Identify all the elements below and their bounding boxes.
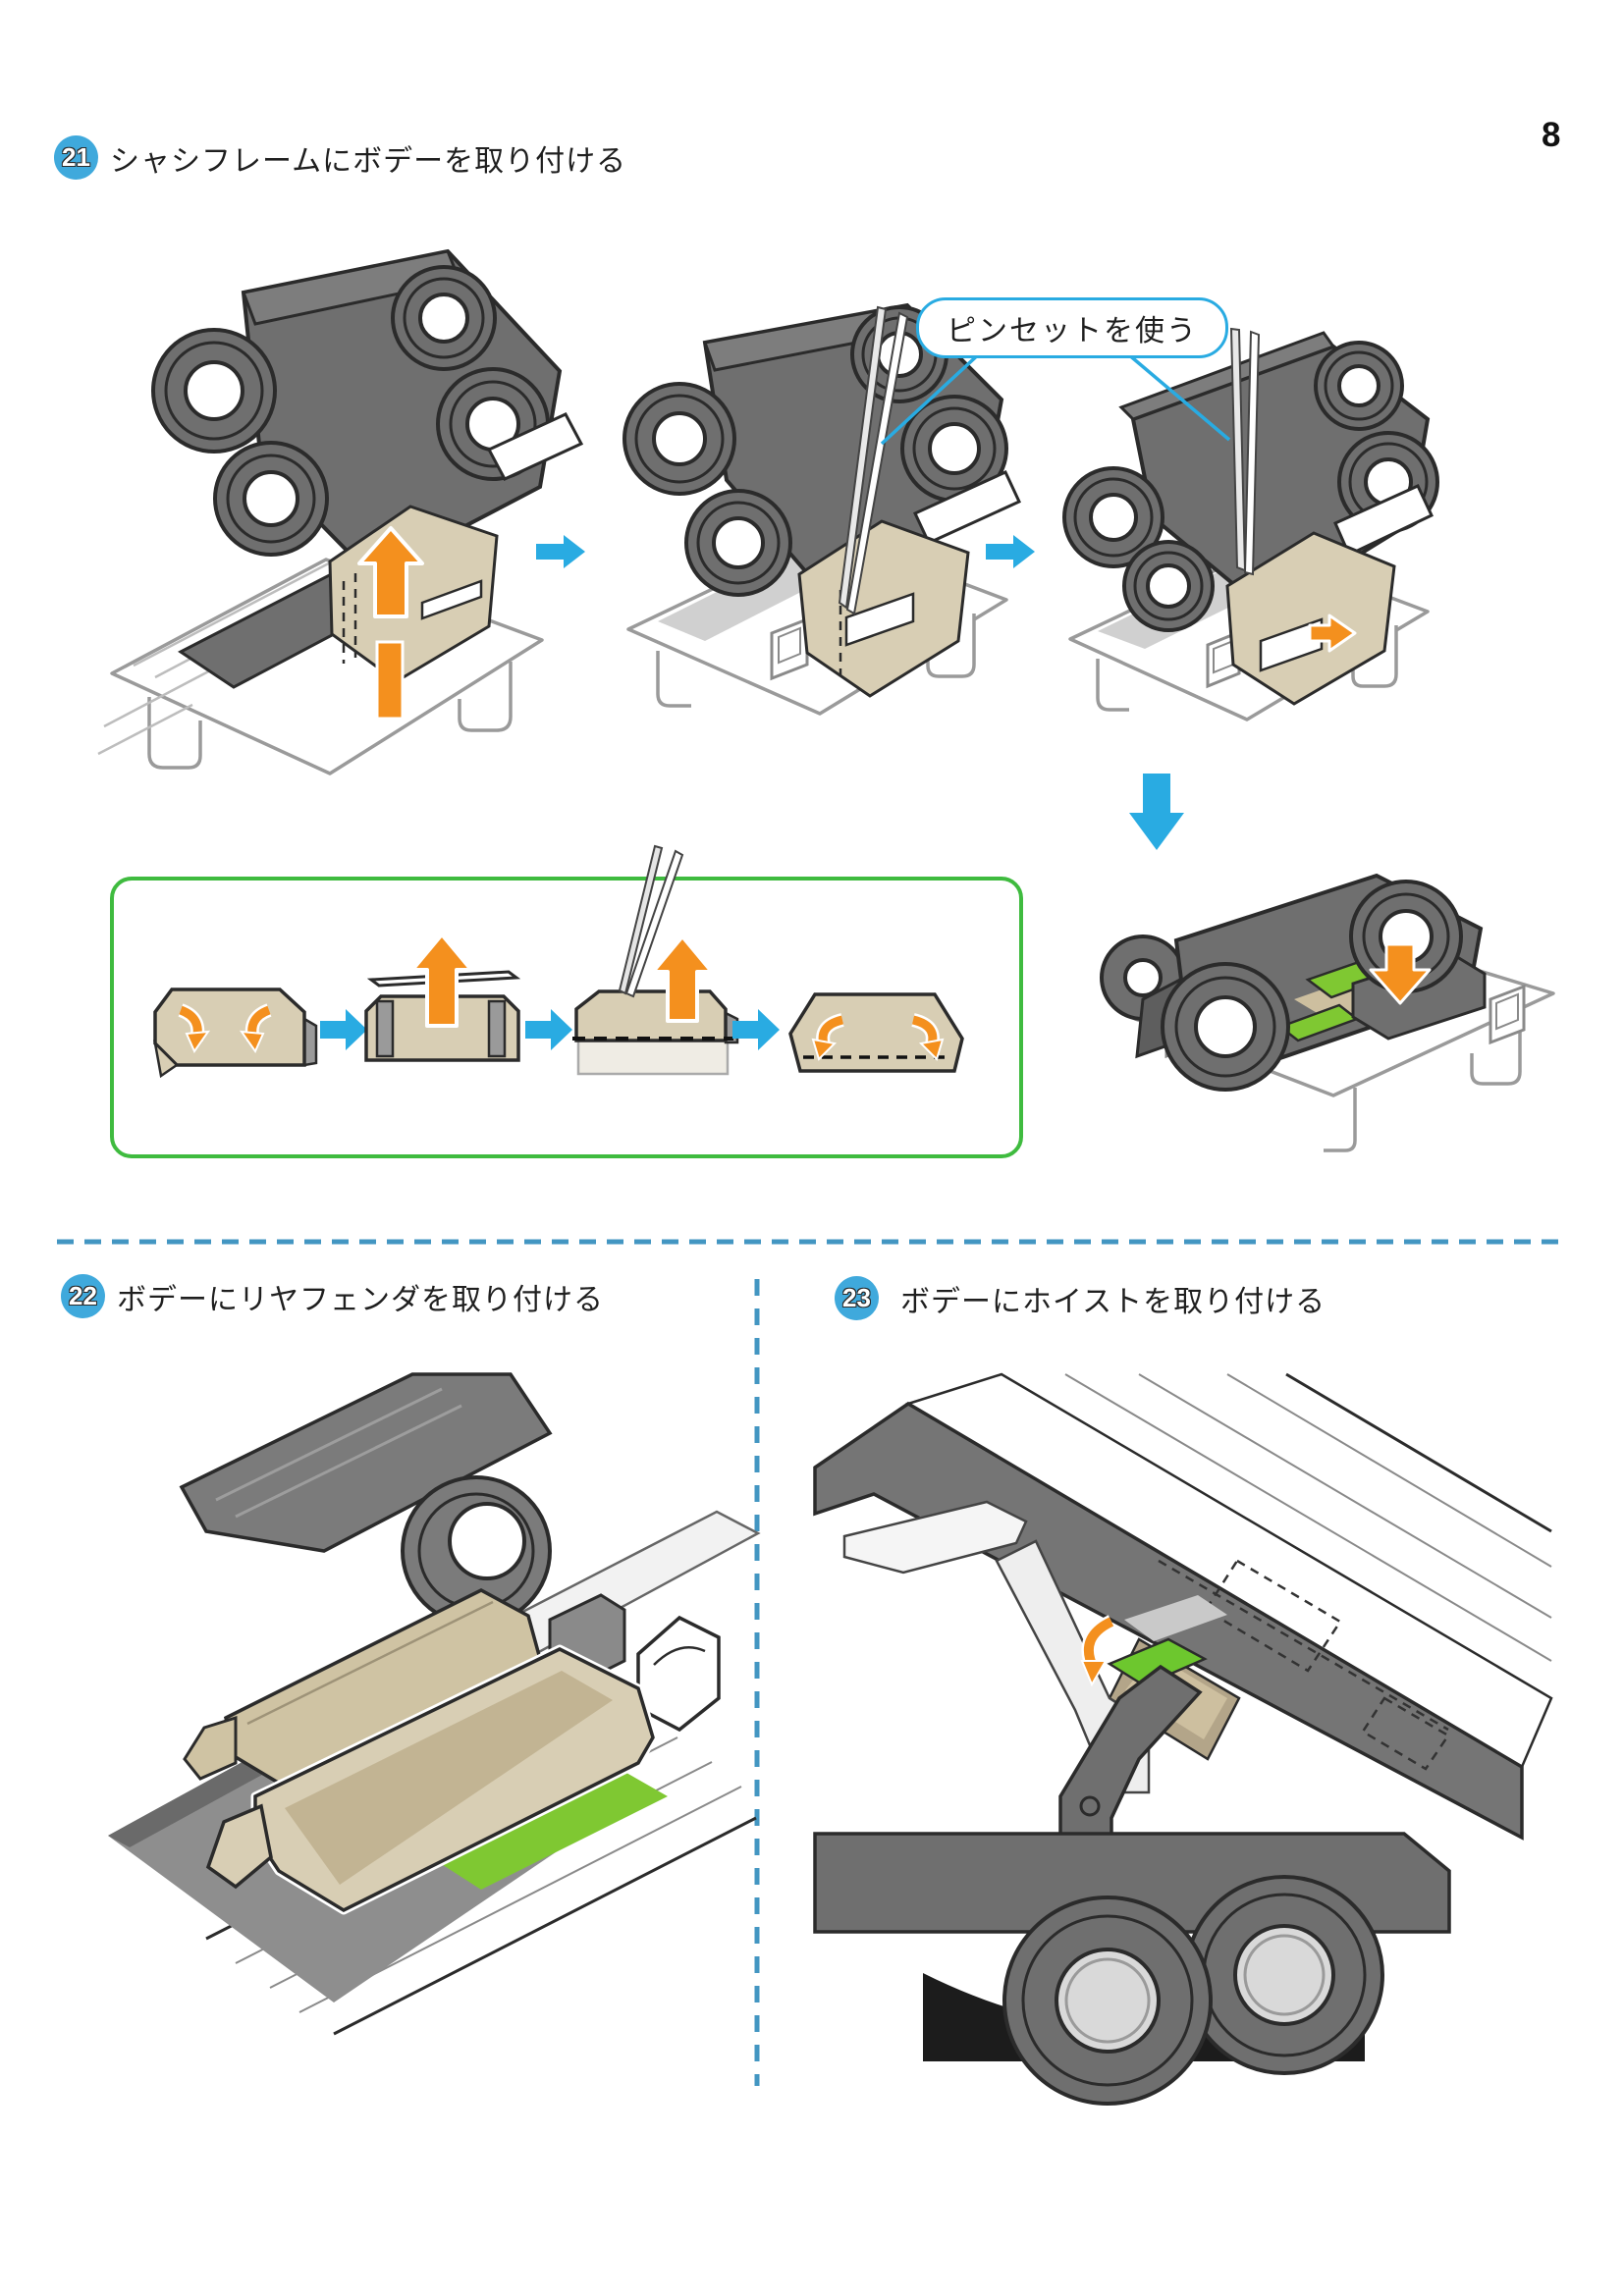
orange-curved-arrow xyxy=(1080,1615,1115,1687)
step-23-title: ボデーにホイストを取り付ける xyxy=(900,1285,1326,1318)
step-21-header: 21 シャシフレームにボデーを取り付ける xyxy=(54,135,626,180)
blue-right-arrow xyxy=(320,1009,367,1050)
orange-curved-arrow xyxy=(239,1003,272,1054)
wheel xyxy=(1314,341,1404,431)
tweezers-callout: ピンセットを使う xyxy=(916,297,1228,358)
step21-illustration-2 xyxy=(623,302,1021,716)
orange-tab xyxy=(375,640,405,721)
callout-leader-lines xyxy=(880,349,1231,446)
step23-illustration xyxy=(813,1372,1553,2106)
wheel xyxy=(1161,962,1290,1092)
step22-illustration xyxy=(108,1372,761,2036)
orange-up-arrow xyxy=(357,526,424,618)
orange-curved-arrow xyxy=(811,1013,844,1061)
orange-right-arrow xyxy=(1308,614,1357,653)
orange-curved-arrow xyxy=(178,1003,211,1054)
orange-up-arrow xyxy=(651,934,714,1023)
step-21-badge: 21 xyxy=(54,135,98,180)
blue-right-arrow xyxy=(525,1009,572,1050)
step-22-badge: 22 xyxy=(61,1274,105,1318)
fold-step-3 xyxy=(572,844,739,1076)
tweezers xyxy=(618,844,684,998)
blue-down-arrow xyxy=(1129,774,1184,850)
page-number: 8 xyxy=(1542,116,1561,154)
wheel xyxy=(1122,540,1215,632)
wheel xyxy=(401,1475,552,1627)
tweezers xyxy=(838,305,909,615)
pulled-paper xyxy=(576,1039,730,1076)
green-glue-area xyxy=(412,1757,668,1890)
column-divider xyxy=(754,1279,760,2086)
orange-curved-arrow xyxy=(911,1013,945,1061)
wheel xyxy=(1184,1875,1384,2075)
section-divider xyxy=(57,1239,1565,1245)
step21-illustration-4 xyxy=(1100,873,1555,1152)
wheel xyxy=(1062,466,1164,568)
orange-up-arrow xyxy=(410,933,473,1028)
step-22-header: 22 ボデーにリヤフェンダを取り付ける xyxy=(61,1274,604,1318)
callout-text: ピンセットを使う xyxy=(947,315,1198,347)
fold-step-2 xyxy=(364,933,521,1062)
blue-right-arrow xyxy=(986,535,1035,568)
blue-right-arrow xyxy=(536,535,585,568)
wheel xyxy=(623,382,736,496)
tweezers xyxy=(1229,327,1261,576)
step21-illustration-1 xyxy=(97,248,584,775)
rear-fender-part xyxy=(183,1588,658,1915)
step-23-header: 23 ボデーにホイストを取り付ける xyxy=(835,1276,1326,1320)
wheel xyxy=(1002,1896,1213,2106)
green-glue-flap xyxy=(1107,1637,1208,1687)
truck-cab xyxy=(179,1372,553,1553)
step-21-title: シャシフレームにボデーを取り付ける xyxy=(110,144,627,178)
step-23-badge: 23 xyxy=(835,1276,879,1320)
wheel xyxy=(391,265,497,371)
step21-illustration-3 xyxy=(1062,327,1439,721)
wheel xyxy=(684,489,792,597)
fold-step-4 xyxy=(788,992,964,1073)
step-22-title: ボデーにリヤフェンダを取り付ける xyxy=(117,1283,604,1316)
fold-step-1 xyxy=(153,988,318,1079)
orange-down-arrow xyxy=(1369,942,1432,1005)
blue-right-arrow xyxy=(732,1009,780,1050)
wheel xyxy=(151,328,277,454)
wheel xyxy=(213,441,329,557)
